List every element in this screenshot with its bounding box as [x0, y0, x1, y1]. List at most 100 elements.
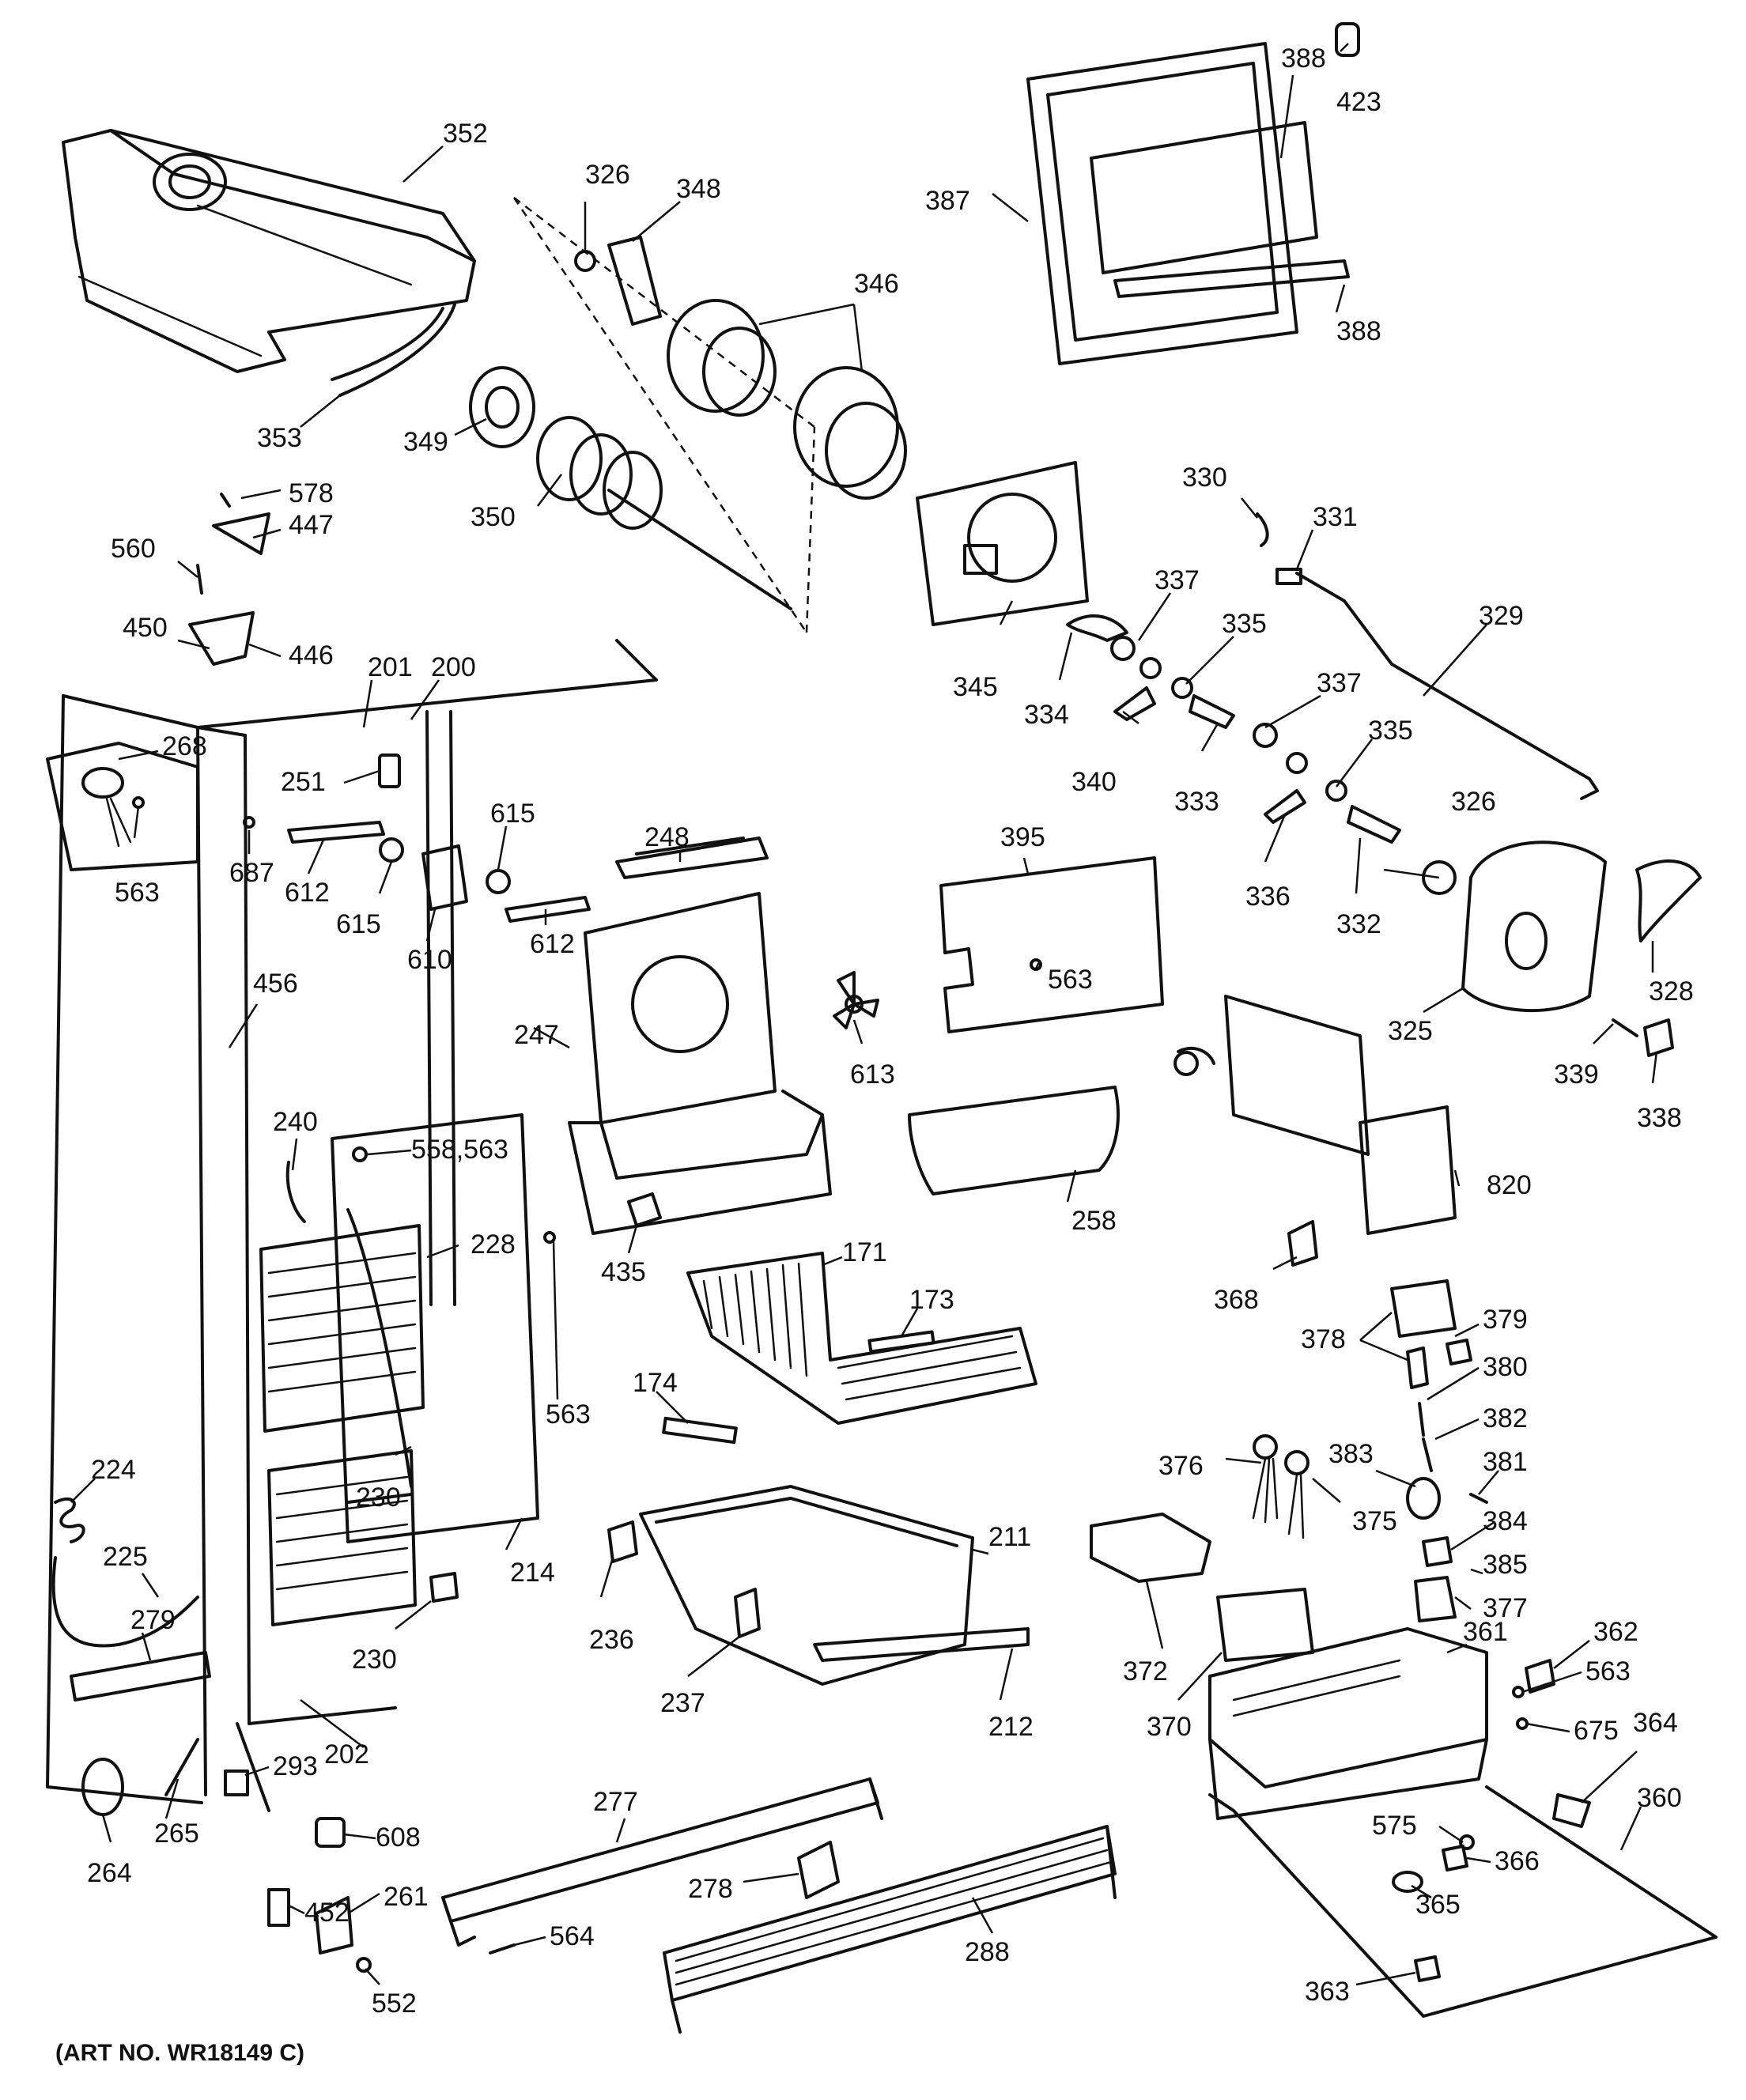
callout-label: 383	[1328, 1439, 1374, 1469]
freezer-cabinet	[46, 639, 658, 1812]
screw-558-563	[352, 1146, 368, 1162]
screw-564	[489, 1943, 516, 1955]
callout-label: 388	[1336, 316, 1381, 346]
callout-label: 277	[593, 1787, 638, 1817]
callout-label: 265	[154, 1819, 199, 1849]
callout-label: 372	[1123, 1656, 1168, 1686]
small-parts-lower	[224, 1770, 372, 1973]
callout-label: 613	[850, 1059, 895, 1090]
callout-label: 337	[1155, 565, 1200, 595]
fan-blade-613	[833, 971, 879, 1029]
rod-329	[1295, 572, 1599, 800]
callout-label: 335	[1222, 609, 1267, 639]
callout-label: 336	[1245, 882, 1291, 912]
callout-label: 362	[1593, 1617, 1638, 1647]
callout-label: 211	[988, 1522, 1031, 1552]
callout-label: 375	[1352, 1506, 1397, 1536]
callout-label: 447	[289, 510, 334, 540]
leader-lines	[70, 43, 1658, 1986]
wire-leads-375-376	[1252, 1434, 1310, 1539]
callout-label: 364	[1633, 1708, 1678, 1738]
callout-label: 279	[130, 1605, 176, 1635]
callout-label: 446	[289, 640, 334, 670]
callout-label: 395	[1000, 822, 1045, 852]
callout-label: 331	[1313, 502, 1358, 532]
bin-211	[639, 1485, 1030, 1686]
callout-label: 200	[431, 652, 476, 682]
callout-label: 328	[1649, 976, 1694, 1007]
callout-label: 247	[514, 1020, 559, 1050]
callout-label: 240	[273, 1107, 318, 1137]
dispenser-housing-360	[1208, 1627, 1718, 2018]
callout-label: 575	[1372, 1811, 1417, 1841]
callout-label: 201	[368, 652, 413, 682]
callout-label: 326	[585, 160, 630, 190]
clip-364	[1552, 1793, 1591, 1828]
bracket-368	[1287, 1220, 1318, 1267]
spring-330	[1256, 512, 1269, 547]
callout-label: 558,563	[411, 1135, 508, 1165]
callout-label: 352	[443, 119, 488, 149]
callout-label: 228	[471, 1229, 516, 1260]
screw-575	[1459, 1834, 1475, 1850]
callout-label: 820	[1487, 1170, 1532, 1200]
auger-assembly	[469, 197, 907, 633]
callout-label: 330	[1182, 463, 1227, 493]
screw-675	[1516, 1717, 1529, 1730]
callout-label: 174	[633, 1368, 678, 1398]
screw-563-d	[1512, 1686, 1525, 1698]
wire-harness-268	[46, 742, 199, 871]
callout-label: 552	[372, 1989, 417, 2019]
part-drawings	[46, 22, 1718, 2034]
callout-label: 563	[1048, 965, 1093, 995]
callout-label: 563	[115, 878, 160, 908]
callout-label: 202	[324, 1739, 369, 1770]
callout-label: 332	[1336, 909, 1381, 939]
screw-563-b	[1030, 958, 1042, 971]
callout-label: 370	[1147, 1712, 1192, 1742]
callout-label: 361	[1463, 1617, 1508, 1647]
callout-label: 366	[1495, 1846, 1540, 1876]
callout-label: 384	[1483, 1506, 1528, 1536]
cover-372	[1090, 1513, 1211, 1583]
callout-label: 563	[546, 1399, 591, 1430]
callout-label: 423	[1336, 87, 1381, 117]
callout-label: 339	[1554, 1059, 1599, 1090]
bracket-230-b	[429, 1572, 459, 1603]
ice-bucket-352	[62, 129, 476, 397]
bracket-447	[212, 512, 270, 555]
callout-label: 560	[111, 534, 156, 564]
callout-label: 325	[1388, 1016, 1433, 1046]
callout-label: 248	[644, 822, 690, 852]
callout-label: 675	[1574, 1716, 1619, 1746]
callout-label: 435	[601, 1257, 646, 1287]
callout-label: 278	[688, 1874, 733, 1904]
callout-label: 230	[356, 1482, 401, 1513]
callout-label: 615	[336, 909, 381, 939]
art-number-note: (ART NO. WR18149 C)	[55, 2040, 305, 2066]
callout-label: 288	[965, 1937, 1010, 1967]
cap-264	[81, 1758, 124, 1816]
callout-label: 363	[1305, 1977, 1350, 2007]
clip-237	[734, 1588, 761, 1638]
callout-label: 261	[384, 1882, 429, 1912]
callout-label: 230	[352, 1645, 397, 1675]
evaporator-cover-214	[331, 1113, 539, 1543]
grille-288	[663, 1825, 1117, 2034]
heater-240	[285, 1161, 306, 1223]
callout-label: 578	[289, 478, 334, 508]
callout-label: 380	[1483, 1352, 1528, 1382]
callout-label: 350	[471, 502, 516, 532]
callout-label: 612	[285, 878, 330, 908]
callout-label: 326	[1451, 787, 1496, 817]
icemaker-820	[1173, 995, 1457, 1235]
motor-housing-325	[1422, 840, 1607, 1013]
rail-277	[441, 1777, 883, 1947]
cam-parts	[1066, 614, 1401, 844]
callout-label: 214	[510, 1558, 555, 1588]
clip-362	[1525, 1659, 1555, 1694]
small-parts-upper	[243, 754, 591, 923]
callout-label: 388	[1281, 43, 1326, 74]
callout-label: 385	[1483, 1550, 1528, 1580]
callout-label: 346	[854, 269, 899, 299]
